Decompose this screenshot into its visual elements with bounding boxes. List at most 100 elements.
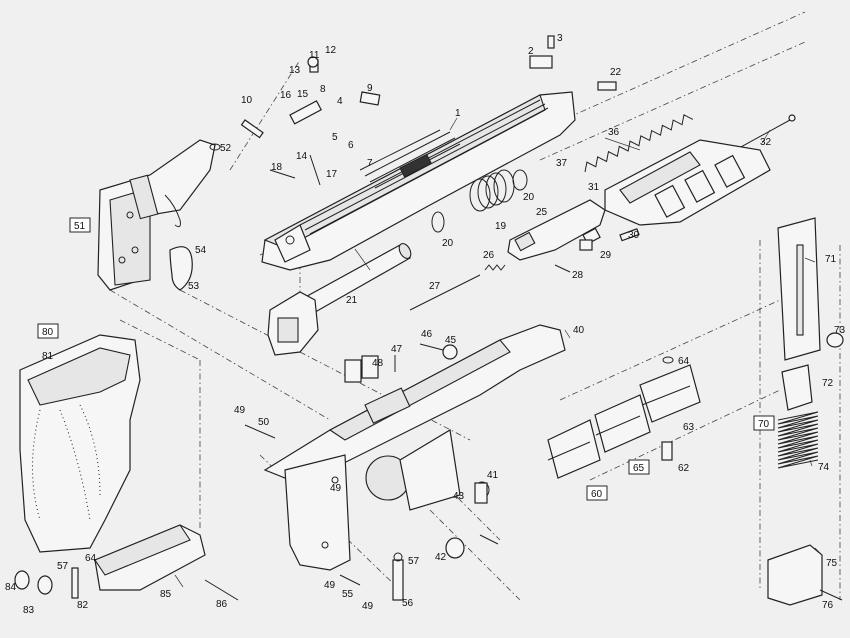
label-76: 76	[822, 600, 834, 611]
spring-19	[469, 169, 515, 212]
label-81: 81	[42, 351, 54, 362]
label-1: 1	[455, 108, 461, 119]
firing-pin-spring	[484, 264, 506, 271]
label-7: 7	[367, 158, 373, 169]
label-49-a: 49	[234, 405, 246, 416]
label-49-b: 49	[330, 483, 342, 494]
label-49-d: 49	[362, 601, 374, 612]
magazine-group	[767, 217, 844, 606]
label-45: 45	[445, 335, 457, 346]
label-15: 15	[297, 89, 309, 100]
assembly-guide-lines	[109, 11, 841, 601]
guide-rod-tip	[788, 114, 796, 122]
label-70: 70	[758, 419, 770, 430]
screw-86	[204, 579, 239, 601]
label-13: 13	[289, 65, 301, 76]
label-26: 26	[483, 250, 495, 261]
label-50: 50	[258, 417, 270, 428]
label-55: 55	[342, 589, 354, 600]
label-86: 86	[216, 599, 228, 610]
label-51: 51	[74, 221, 86, 232]
label-74: 74	[818, 462, 830, 473]
label-43: 43	[453, 491, 465, 502]
label-65: 65	[633, 463, 645, 474]
label-3: 3	[557, 33, 563, 44]
label-80: 80	[42, 327, 54, 338]
label-82: 82	[77, 600, 89, 611]
weight-housing	[604, 139, 771, 226]
label-21: 21	[346, 295, 358, 306]
label-40: 40	[573, 325, 585, 336]
ring-20-right	[512, 169, 528, 191]
washer-84	[14, 570, 30, 590]
boxed-labels	[37, 217, 775, 501]
label-16: 16	[280, 90, 292, 101]
small-parts-top	[240, 35, 640, 273]
label-27: 27	[429, 281, 441, 292]
recoil-spring	[584, 114, 694, 173]
label-56: 56	[402, 598, 414, 609]
washer-52	[209, 143, 221, 151]
trigger-group	[97, 139, 216, 291]
weights-group	[547, 356, 701, 479]
label-14: 14	[296, 151, 308, 162]
label-8: 8	[320, 84, 326, 95]
label-36: 36	[608, 127, 620, 138]
label-85: 85	[160, 589, 172, 600]
label-46: 46	[421, 329, 433, 340]
label-20-right: 20	[523, 192, 535, 203]
label-9: 9	[367, 83, 373, 94]
trigger-53	[169, 246, 193, 291]
label-49-c: 49	[324, 580, 336, 591]
part-number-labels: 1 2 3 4 5 6 7 8 9 10 11 12 13 14 15 16 1…	[5, 33, 846, 616]
grip-group	[19, 334, 141, 553]
nut-83	[37, 575, 53, 595]
label-63: 63	[683, 422, 695, 433]
label-71: 71	[825, 254, 837, 265]
label-37: 37	[556, 158, 568, 169]
label-19: 19	[495, 221, 507, 232]
grip-shelf-85	[94, 524, 206, 591]
screw-82	[71, 567, 79, 599]
label-4: 4	[337, 96, 343, 107]
leader-lines	[174, 117, 823, 588]
label-17: 17	[326, 169, 338, 180]
label-25: 25	[536, 207, 548, 218]
label-29: 29	[600, 250, 612, 261]
label-20-left: 20	[442, 238, 454, 249]
label-54: 54	[195, 245, 207, 256]
label-28: 28	[572, 270, 584, 281]
label-47: 47	[391, 344, 403, 355]
label-53: 53	[188, 281, 200, 292]
ring-20-left	[431, 211, 445, 233]
label-57-a: 57	[57, 561, 69, 572]
label-31: 31	[588, 182, 600, 193]
small-parts-frame	[244, 343, 499, 601]
label-64-a: 64	[85, 553, 97, 564]
label-52: 52	[220, 143, 232, 154]
label-72: 72	[822, 378, 834, 389]
label-57-b: 57	[408, 556, 420, 567]
label-10: 10	[241, 95, 253, 106]
label-5: 5	[332, 132, 338, 143]
label-32: 32	[760, 137, 772, 148]
label-6: 6	[348, 140, 354, 151]
frame-part	[263, 324, 566, 571]
label-75: 75	[826, 558, 838, 569]
label-11: 11	[309, 50, 320, 61]
label-84: 84	[5, 582, 17, 593]
label-42: 42	[435, 552, 447, 563]
label-73: 73	[834, 325, 846, 336]
label-12: 12	[325, 45, 337, 56]
label-64-b: 64	[678, 356, 690, 367]
firing-pin	[409, 274, 481, 311]
label-60: 60	[591, 489, 603, 500]
label-18: 18	[271, 162, 283, 173]
label-41: 41	[487, 470, 499, 481]
barrel-part	[267, 243, 412, 356]
label-30: 30	[628, 230, 640, 241]
label-83: 83	[23, 605, 35, 616]
label-2: 2	[528, 46, 534, 57]
